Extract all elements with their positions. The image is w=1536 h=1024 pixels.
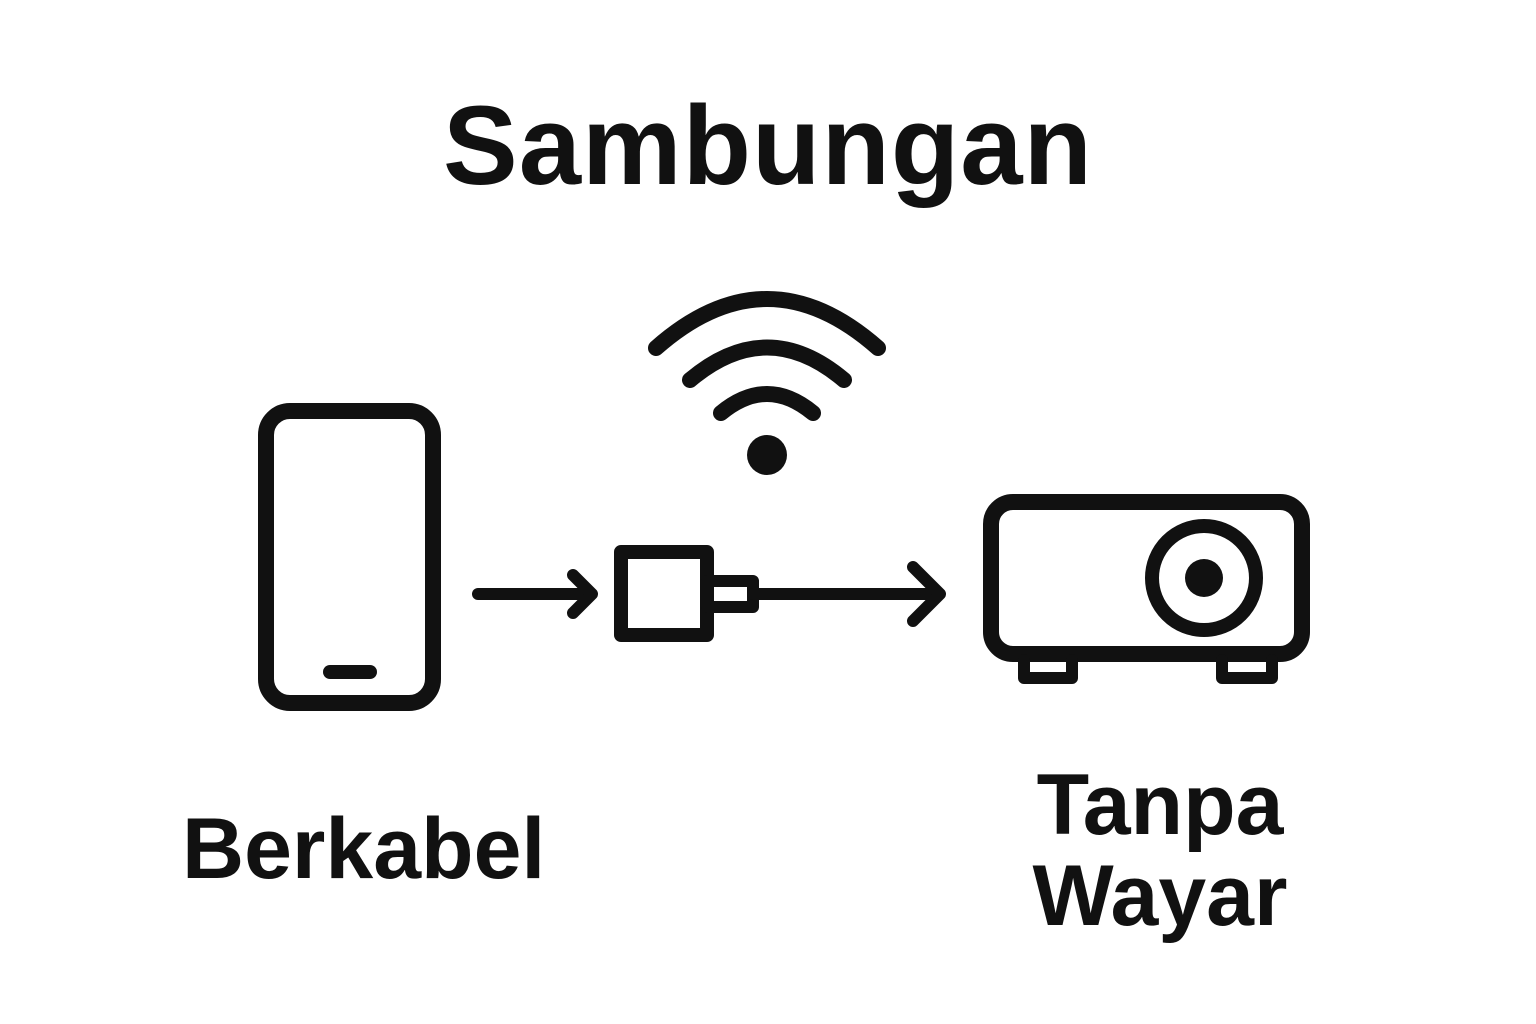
label-wireless: Tanpa Wayar — [1000, 757, 1320, 945]
label-wired: Berkabel — [182, 801, 546, 897]
label-wireless-line2: Wayar — [1032, 848, 1288, 945]
projector-icon — [983, 494, 1310, 684]
arrow-icon — [472, 569, 598, 619]
wifi-icon — [648, 291, 886, 475]
arrow-icon — [747, 561, 946, 627]
label-wireless-line1: Tanpa — [1036, 757, 1284, 853]
smartphone-icon — [258, 403, 441, 711]
diagram-title: Sambungan — [443, 83, 1093, 208]
adapter-icon — [614, 545, 759, 642]
